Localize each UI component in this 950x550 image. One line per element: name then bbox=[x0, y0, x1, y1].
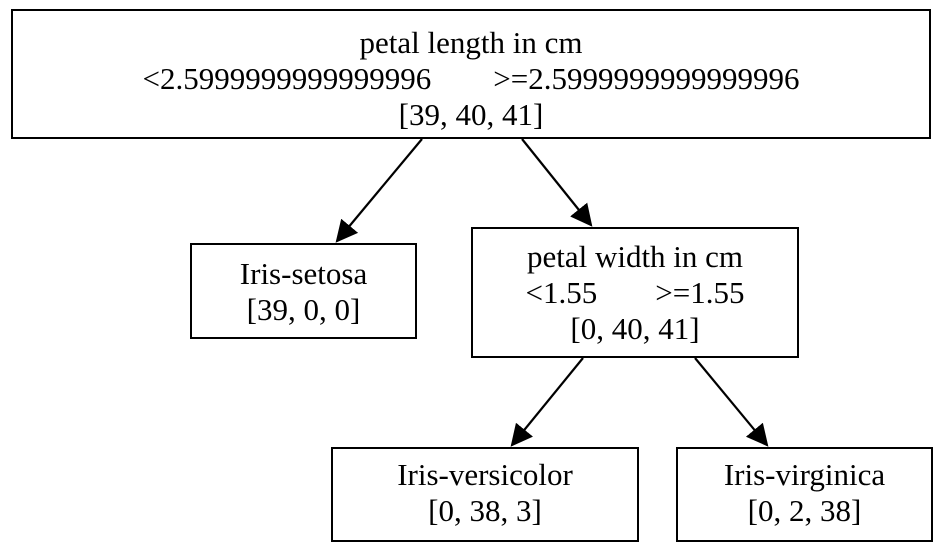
leaf-class-label: Iris-versicolor bbox=[397, 457, 573, 492]
tree-node-petal-width: petal width in cm <1.55 >=1.55 [0, 40, 41… bbox=[471, 227, 799, 358]
leaf-class-counts: [0, 38, 3] bbox=[428, 493, 542, 528]
edge-petal-width-to-versicolor bbox=[510, 357, 584, 447]
leaf-class-label: Iris-virginica bbox=[723, 457, 886, 492]
node-split-conditions: <2.5999999999999996 >=2.5999999999999996 bbox=[13, 61, 929, 97]
right-condition: >=1.55 bbox=[655, 275, 745, 310]
edge-root-to-petal-width bbox=[521, 138, 593, 227]
tree-leaf-iris-virginica: Iris-virginica [0, 2, 38] bbox=[676, 447, 933, 542]
node-feature-label: petal width in cm bbox=[526, 239, 744, 274]
tree-leaf-iris-setosa: Iris-setosa [39, 0, 0] bbox=[190, 243, 417, 339]
leaf-class-counts: [39, 0, 0] bbox=[246, 292, 361, 327]
node-class-counts: [0, 40, 41] bbox=[570, 311, 700, 346]
tree-node-root: petal length in cm <2.5999999999999996 >=… bbox=[11, 9, 931, 139]
leaf-class-label: Iris-setosa bbox=[239, 256, 368, 291]
left-condition: <2.5999999999999996 bbox=[142, 61, 432, 96]
node-split-conditions: <1.55 >=1.55 bbox=[473, 275, 797, 311]
tree-leaf-iris-versicolor: Iris-versicolor [0, 38, 3] bbox=[331, 447, 639, 542]
edge-root-to-setosa bbox=[335, 138, 423, 243]
edge-petal-width-to-virginica bbox=[694, 357, 769, 447]
right-condition: >=2.5999999999999996 bbox=[493, 61, 800, 96]
leaf-class-counts: [0, 2, 38] bbox=[747, 493, 862, 528]
node-class-counts: [39, 40, 41] bbox=[398, 97, 544, 132]
left-condition: <1.55 bbox=[525, 275, 598, 310]
node-feature-label: petal length in cm bbox=[359, 25, 583, 60]
